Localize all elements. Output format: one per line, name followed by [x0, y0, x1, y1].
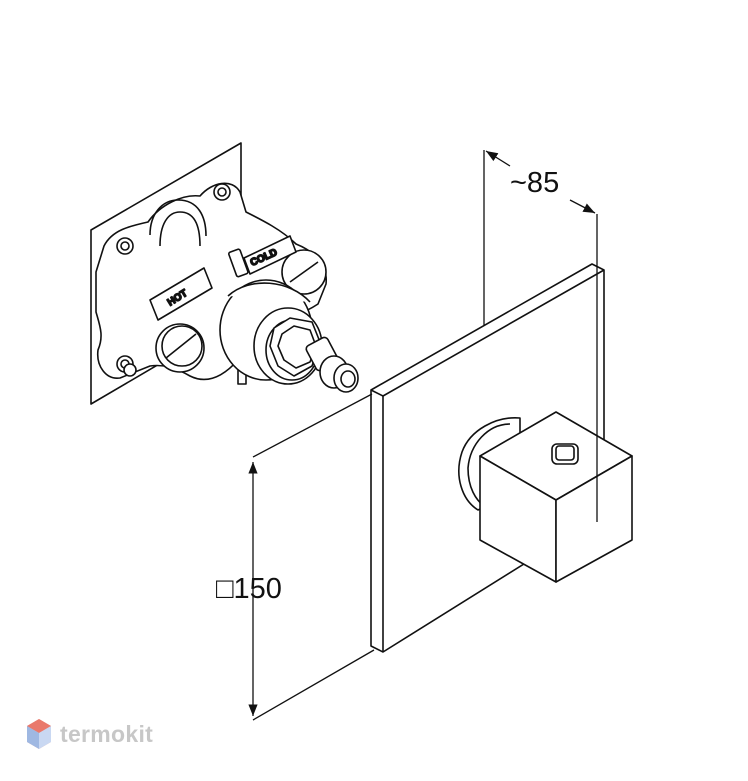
side-extension-top	[252, 393, 373, 458]
cold-label-plate	[243, 235, 297, 275]
trim-assembly	[370, 263, 633, 653]
hot-port-cap	[155, 323, 205, 373]
valve-cartridge	[219, 279, 359, 393]
rough-in-valve: HOT COLD	[90, 142, 359, 405]
valve-body	[95, 182, 327, 381]
side-extension-bottom	[252, 649, 375, 721]
mounting-screws	[116, 183, 231, 377]
depth-arrow-left	[485, 150, 511, 167]
cube-handle	[479, 411, 633, 583]
depth-dimension-label: ~85	[510, 167, 559, 199]
hot-label-plate	[149, 267, 213, 321]
dimension-lines	[248, 150, 598, 721]
cold-port-cap	[281, 249, 327, 295]
watermark: termokit	[26, 718, 153, 750]
side-dimension-label: □150	[216, 573, 282, 605]
depth-arrow-right	[569, 199, 596, 214]
termokit-hexagon-logo	[27, 719, 51, 749]
watermark-brand: termokit	[60, 720, 154, 747]
